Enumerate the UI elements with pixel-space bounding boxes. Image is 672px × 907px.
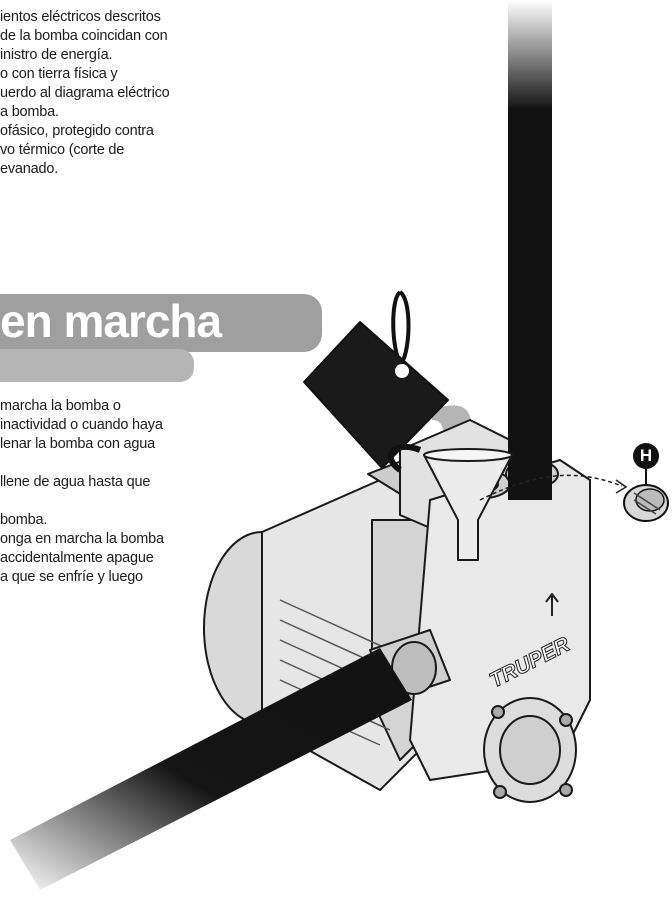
text-line: vo térmico (corte de: [0, 142, 125, 158]
callout-letter-badge: H: [633, 443, 659, 469]
section-title-tab: [0, 294, 322, 352]
section-subtitle-tab: [0, 349, 194, 382]
text-line: evanado.: [0, 161, 59, 177]
electrical-requirements-text: ientos eléctricos descritos de la bomba …: [0, 8, 170, 179]
text-line: ientos eléctricos descritos: [0, 9, 161, 25]
text-line: llene de agua hasta que: [0, 474, 151, 490]
text-line: de la bomba coincidan con: [0, 28, 168, 44]
text-line: inactividad o cuando haya: [0, 417, 163, 433]
text-line: a bomba.: [0, 104, 59, 120]
text-line: uerdo al diagrama eléctrico: [0, 85, 170, 101]
text-line: ofásico, protegido contra: [0, 123, 154, 139]
section-title: en marcha: [0, 295, 222, 347]
text-line: marcha la bomba o: [0, 398, 121, 414]
plug-callout: [479, 469, 669, 522]
text-line: accidentalmente apague: [0, 550, 154, 566]
text-line: onga en marcha la bomba: [0, 531, 164, 547]
text-line: lenar la bomba con agua: [0, 436, 156, 452]
hose-into-pump: [508, 430, 552, 500]
text-line: a que se enfríe y luego: [0, 569, 143, 585]
priming-instructions-text: marcha la bomba o inactividad o cuando h…: [0, 397, 164, 587]
suction-hose: [10, 648, 412, 890]
text-line: [0, 454, 164, 473]
text-line: [0, 492, 164, 511]
text-line: o con tierra física y: [0, 66, 118, 82]
text-line: inistro de energía.: [0, 47, 113, 63]
funnel: [423, 448, 513, 561]
text-line: bomba.: [0, 512, 48, 528]
discharge-hose: [508, 0, 552, 500]
